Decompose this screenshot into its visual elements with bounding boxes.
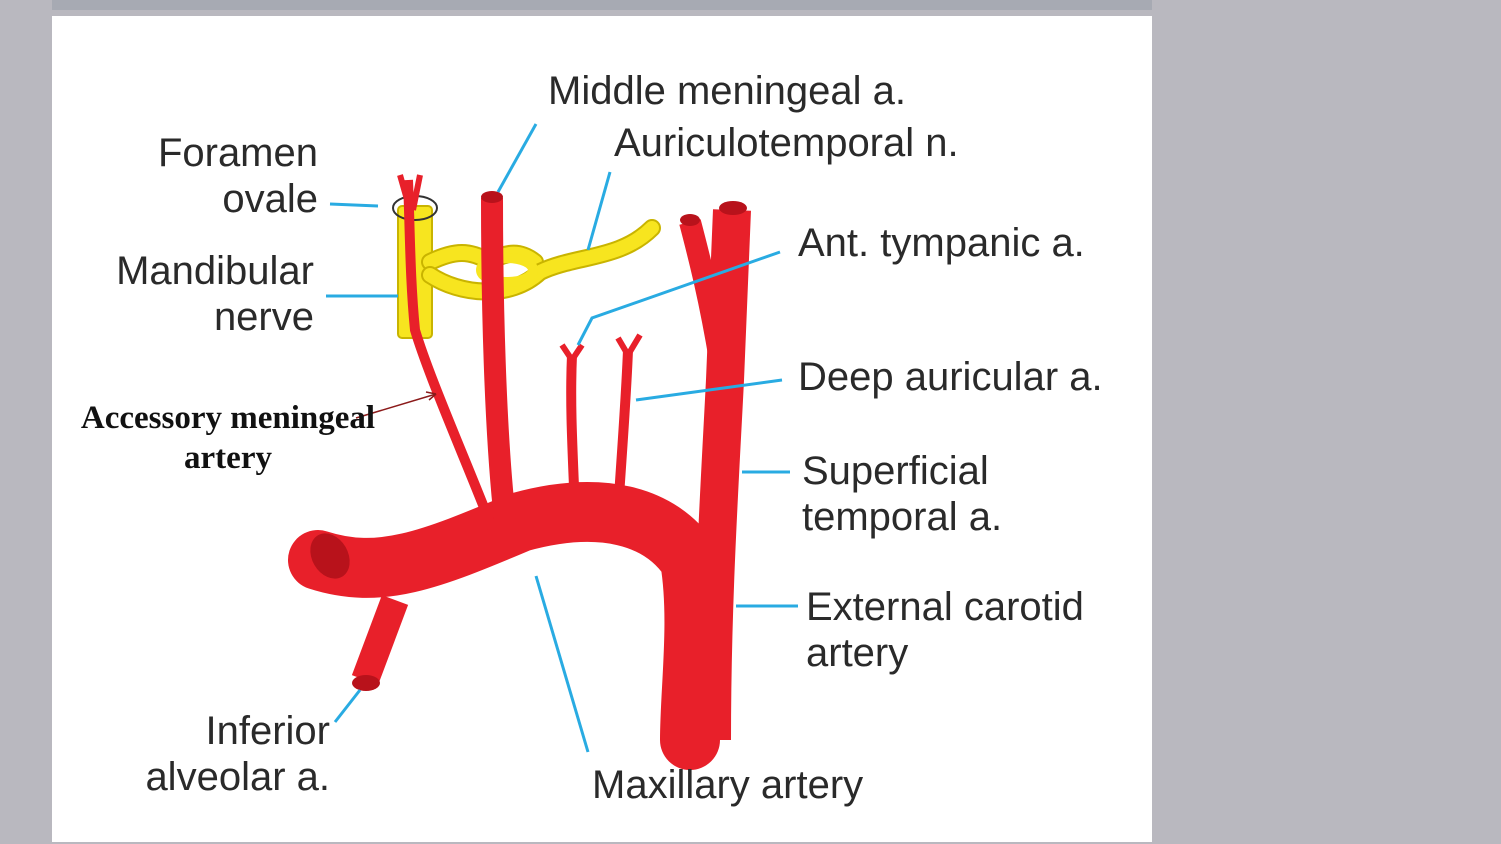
label-ant-tympanic: Ant. tympanic a. [798, 221, 1085, 265]
label-accessory-meningeal-line2: artery [184, 440, 272, 476]
maxillary-artery-shape [288, 482, 725, 770]
diagram-panel [52, 16, 1152, 842]
external-carotid-shape [679, 201, 751, 741]
label-external-carotid: External carotid artery [806, 584, 1084, 676]
label-auriculotemporal: Auriculotemporal n. [614, 121, 959, 165]
ant-tympanic-shape [566, 354, 580, 511]
label-inferior-alveolar-line1: Inferior [205, 709, 331, 753]
label-superficial-temporal-line1: Superficial [802, 449, 989, 493]
label-foramen-ovale-line1: Foramen [157, 131, 318, 175]
label-maxillary-artery: Maxillary artery [592, 763, 864, 807]
accessory-arrow [355, 393, 437, 419]
label-superficial-temporal-line2: temporal a. [802, 495, 1003, 539]
accessory-meningeal-shape [403, 179, 497, 530]
label-inferior-alveolar: Inferior alveolar a. [100, 708, 330, 800]
leader-lines [326, 123, 798, 753]
auriculotemporal-nerve [421, 219, 661, 301]
label-mandibular-nerve-line1: Mandibular [116, 249, 314, 293]
label-middle-meningeal: Middle meningeal a. [548, 69, 906, 113]
label-inferior-alveolar-line2: alveolar a. [145, 755, 330, 799]
top-strip [52, 0, 1152, 10]
label-superficial-temporal: Superficial temporal a. [802, 448, 1002, 540]
label-mandibular-nerve-line2: nerve [213, 295, 314, 339]
deep-auricular-shape [613, 349, 633, 513]
label-foramen-ovale-line2: ovale [222, 177, 318, 221]
middle-meningeal-shape [481, 197, 516, 522]
label-mandibular-nerve: Mandibular nerve [60, 248, 314, 340]
label-accessory-meningeal-line1: Accessory meningeal [80, 400, 376, 436]
label-external-carotid-line2: artery [806, 631, 909, 675]
label-external-carotid-line1: External carotid [806, 585, 1084, 629]
label-foramen-ovale: Foramen ovale [100, 130, 318, 222]
label-accessory-meningeal: Accessory meningeal artery [60, 398, 396, 478]
label-deep-auricular: Deep auricular a. [798, 355, 1103, 399]
